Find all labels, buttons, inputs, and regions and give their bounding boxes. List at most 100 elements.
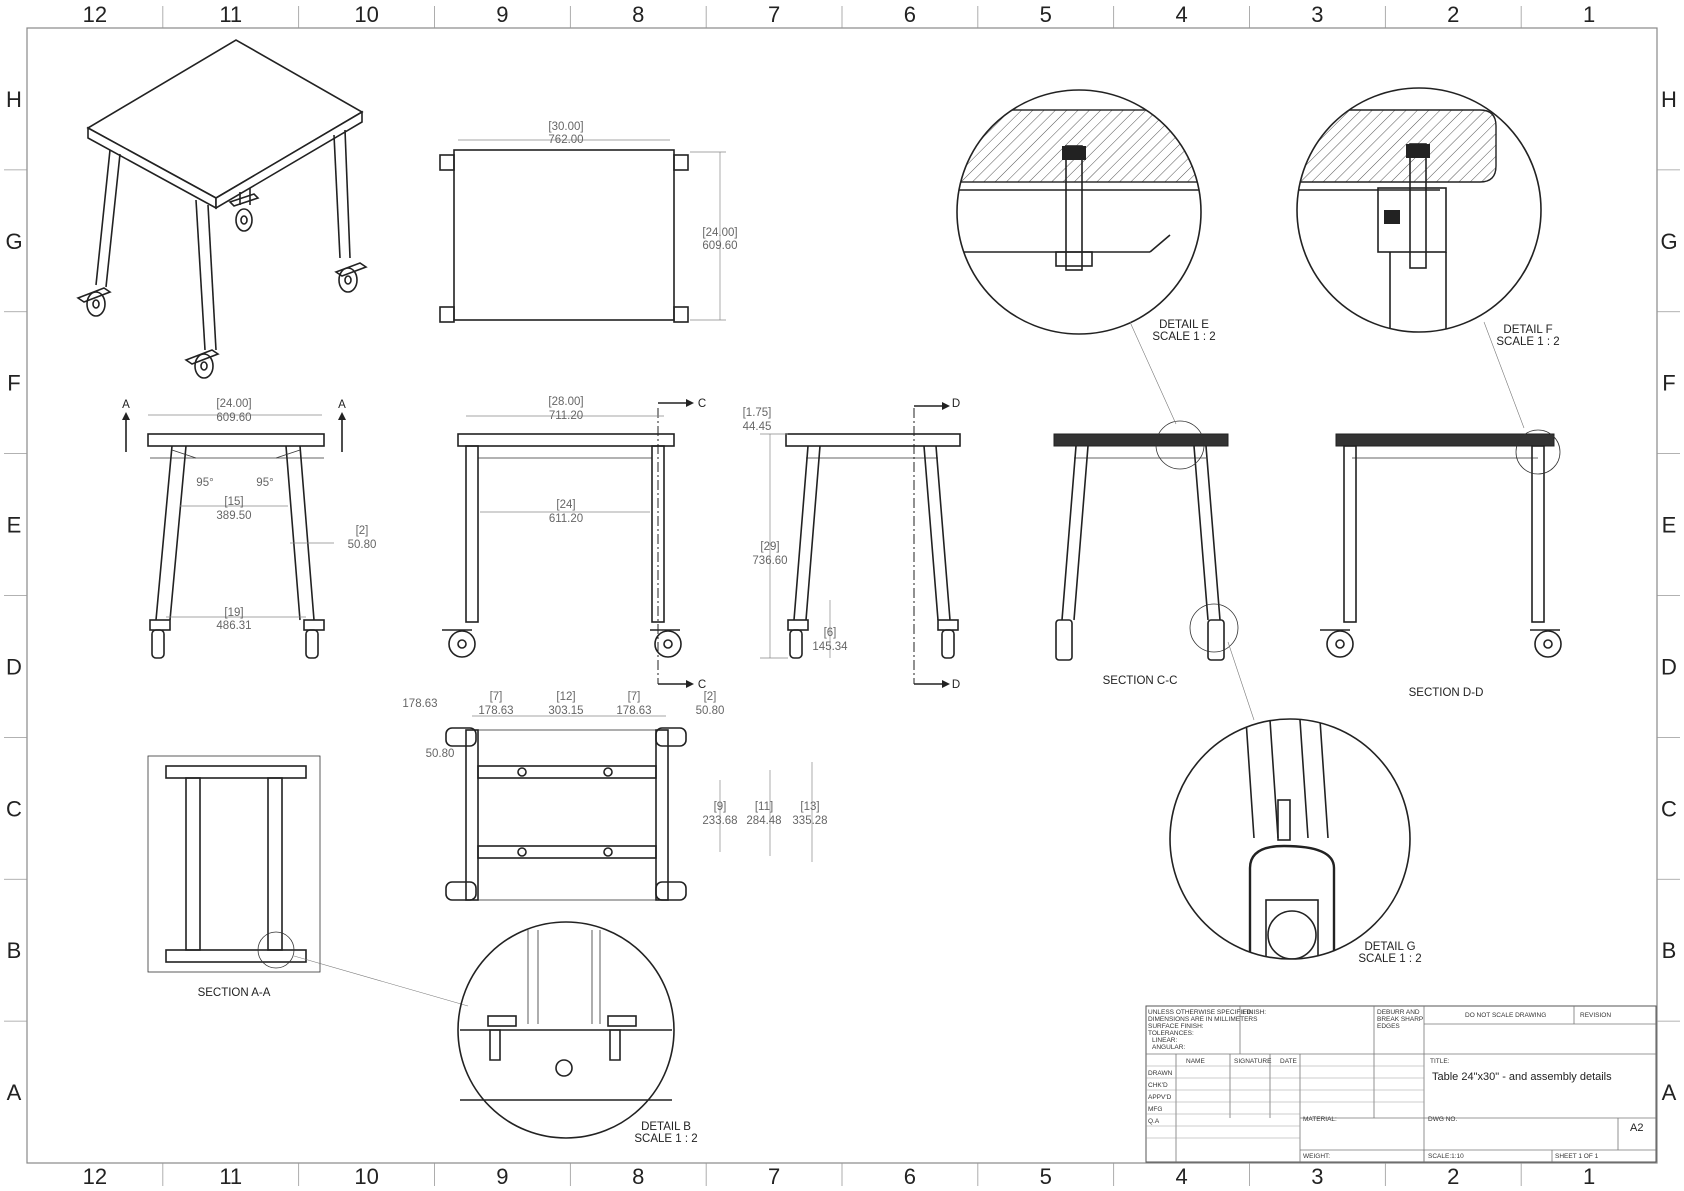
zone-row-label: C bbox=[6, 796, 22, 821]
zone-column-label: 11 bbox=[219, 1164, 242, 1189]
isometric-view bbox=[76, 39, 368, 379]
tb-note-line: LINEAR: bbox=[1152, 1037, 1177, 1044]
bottom-d1-inch: [7] bbox=[490, 691, 503, 703]
section-cc-view bbox=[1053, 420, 1239, 661]
bottom-outer-left-mm: 178.63 bbox=[402, 698, 437, 710]
zone-column-label: 4 bbox=[1175, 2, 1187, 27]
section-mark-c-bottom: C bbox=[698, 679, 706, 691]
zone-row-label: D bbox=[1661, 654, 1677, 679]
tb-finish: FINISH: bbox=[1243, 1009, 1266, 1016]
tb-role-mfg: MFG bbox=[1148, 1106, 1162, 1113]
bottom-d4-mm: 50.80 bbox=[696, 705, 725, 717]
section-mark-a-left: A bbox=[122, 399, 130, 411]
right-height-inch: [29] bbox=[760, 541, 779, 553]
zone-column-label: 4 bbox=[1175, 1164, 1187, 1189]
tb-do-not-scale: DO NOT SCALE DRAWING bbox=[1465, 1012, 1546, 1019]
tb-title-label: TITLE: bbox=[1430, 1058, 1450, 1065]
zone-row-label: B bbox=[7, 938, 22, 963]
top-depth-inch: [24.00] bbox=[702, 227, 737, 239]
tb-header-name: NAME bbox=[1186, 1058, 1205, 1065]
front-bottom-mm: 486.31 bbox=[216, 620, 251, 632]
zone-column-label: 6 bbox=[904, 1164, 916, 1189]
tb-size: A2 bbox=[1630, 1122, 1643, 1134]
zone-row-label: H bbox=[1661, 87, 1677, 112]
tb-scale: SCALE:1:10 bbox=[1428, 1153, 1464, 1160]
zone-row-label: G bbox=[1660, 229, 1677, 254]
zone-column-label: 8 bbox=[632, 1164, 644, 1189]
section-mark-d-bottom: D bbox=[952, 679, 960, 691]
zone-column-label: 10 bbox=[354, 2, 378, 27]
section-mark-c-top: C bbox=[698, 398, 706, 410]
zone-column-label: 3 bbox=[1311, 2, 1323, 27]
detail-f-scale: SCALE 1 : 2 bbox=[1496, 336, 1559, 348]
right-view bbox=[760, 402, 961, 688]
title-block bbox=[1145, 1005, 1657, 1163]
detail-b bbox=[457, 921, 675, 1139]
zone-row-label: G bbox=[5, 229, 22, 254]
front-view bbox=[122, 412, 346, 659]
detail-f bbox=[1296, 87, 1542, 429]
detail-e-label: DETAIL E bbox=[1159, 319, 1209, 331]
bottom-d2-mm: 303.15 bbox=[548, 705, 583, 717]
front-leg-inch: [2] bbox=[356, 525, 369, 537]
detail-g-label: DETAIL G bbox=[1364, 941, 1415, 953]
front-width-mm: 609.60 bbox=[216, 412, 251, 424]
zone-row-label: D bbox=[6, 654, 22, 679]
sheet-border bbox=[26, 27, 1658, 1164]
zone-column-label: 11 bbox=[219, 2, 242, 27]
zone-column-label: 6 bbox=[904, 2, 916, 27]
side-width-inch: [28.00] bbox=[548, 396, 583, 408]
tb-note-line: DIMENSIONS ARE IN MILLIMETERS bbox=[1148, 1016, 1258, 1023]
side-width-mm: 711.20 bbox=[549, 410, 583, 422]
zone-row-label: F bbox=[1662, 371, 1675, 396]
zone-row-label: F bbox=[7, 371, 20, 396]
top-view bbox=[439, 139, 726, 323]
zone-row-label: E bbox=[1662, 513, 1677, 538]
tb-revision: REVISION bbox=[1580, 1012, 1611, 1019]
section-dd-label: SECTION D-D bbox=[1409, 687, 1484, 699]
zone-column-label: 2 bbox=[1447, 1164, 1459, 1189]
tb-role-drawn: DRAWN bbox=[1148, 1070, 1173, 1077]
zone-column-label: 7 bbox=[768, 2, 780, 27]
tb-role-appvd: APPV'D bbox=[1148, 1094, 1172, 1101]
front-angle-left: 95° bbox=[196, 477, 213, 489]
tb-deburr-3: EDGES bbox=[1377, 1023, 1400, 1030]
bottom-d4-inch: [2] bbox=[704, 691, 717, 703]
zone-column-label: 1 bbox=[1583, 2, 1595, 27]
tb-title: Table 24"x30" - and assembly details bbox=[1432, 1071, 1612, 1083]
detail-b-scale: SCALE 1 : 2 bbox=[634, 1133, 697, 1145]
bottom-v1-inch: [9] bbox=[714, 801, 727, 813]
right-caster-inch: [6] bbox=[824, 627, 837, 639]
zone-column-label: 9 bbox=[496, 2, 508, 27]
bottom-side-mm: 50.80 bbox=[426, 748, 455, 760]
bottom-d3-inch: [7] bbox=[628, 691, 641, 703]
detail-f-label: DETAIL F bbox=[1503, 324, 1552, 336]
zone-row-label: A bbox=[7, 1080, 22, 1105]
zone-column-label: 1 bbox=[1583, 1164, 1595, 1189]
tb-sheet: SHEET 1 OF 1 bbox=[1555, 1153, 1599, 1160]
tb-note-line: SURFACE FINISH: bbox=[1148, 1023, 1204, 1030]
tb-note-line: ANGULAR: bbox=[1152, 1044, 1185, 1051]
top-depth-mm: 609.60 bbox=[702, 240, 737, 252]
right-height-mm: 736.60 bbox=[752, 555, 787, 567]
section-dd-view bbox=[1320, 429, 1562, 658]
tb-deburr-1: DEBURR AND bbox=[1377, 1009, 1420, 1016]
front-width-inch: [24.00] bbox=[216, 398, 251, 410]
zone-row-label: H bbox=[6, 87, 22, 112]
detail-g bbox=[1169, 641, 1411, 960]
detail-b-label: DETAIL B bbox=[641, 1121, 691, 1133]
tb-note-line: TOLERANCES: bbox=[1148, 1030, 1194, 1037]
section-aa-view bbox=[147, 755, 469, 1007]
bottom-d1-mm: 178.63 bbox=[478, 705, 513, 717]
zone-column-label: 2 bbox=[1447, 2, 1459, 27]
section-cc-label: SECTION C-C bbox=[1103, 675, 1178, 687]
zone-column-label: 3 bbox=[1311, 1164, 1323, 1189]
bottom-d3-mm: 178.63 bbox=[616, 705, 651, 717]
right-top-inch: [1.75] bbox=[743, 407, 772, 419]
tb-role-chkd: CHK'D bbox=[1148, 1082, 1168, 1089]
tb-weight: WEIGHT: bbox=[1303, 1153, 1330, 1160]
tb-header-signature: SIGNATURE bbox=[1234, 1058, 1272, 1065]
section-mark-a-right: A bbox=[338, 399, 346, 411]
tb-role-qa: Q.A bbox=[1148, 1118, 1160, 1125]
